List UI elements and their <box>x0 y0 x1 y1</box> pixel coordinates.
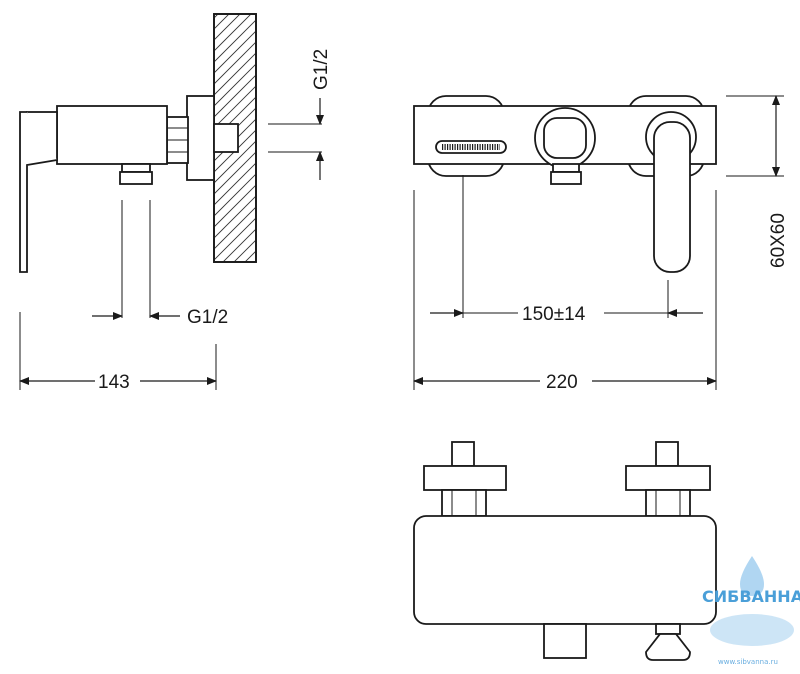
hatch-line <box>233 239 256 262</box>
top-body <box>413 515 717 625</box>
front-view: 150±14 220 60X60 <box>413 95 789 393</box>
hatch-line <box>214 0 256 7</box>
hatch-line <box>214 63 256 107</box>
spout-outlet <box>119 163 153 185</box>
top-outlet <box>543 623 587 659</box>
side-view: G1/2 G1/2 143 <box>19 0 332 393</box>
lever-handle <box>19 111 58 273</box>
thread-bottom-label: G1/2 <box>187 307 228 328</box>
wall-flange <box>186 95 215 181</box>
wall-section <box>213 0 257 263</box>
hatch-line <box>214 14 230 30</box>
mixer-body <box>56 105 168 165</box>
logo-name: СИБВАННА <box>702 587 800 606</box>
wall-pipe <box>213 123 239 153</box>
left-connector <box>423 441 507 517</box>
top-lever <box>645 623 691 661</box>
hatch-line <box>214 140 256 184</box>
diverter-knob <box>534 107 596 169</box>
centers-label: 150±14 <box>522 304 586 325</box>
hatch-line <box>222 228 256 262</box>
hatch-line <box>214 19 256 63</box>
logo-site: www.sibvanna.ru <box>718 658 778 666</box>
hatch-line <box>214 41 256 85</box>
hatch-line <box>214 195 256 239</box>
depth-label: 143 <box>98 372 130 393</box>
front-lever <box>645 111 697 273</box>
hatch-line <box>214 184 256 228</box>
top-view <box>413 441 717 661</box>
thread-top-label: G1/2 <box>311 49 332 90</box>
hatch-line <box>214 151 256 195</box>
hatch-line <box>214 52 256 96</box>
water-drop-icon <box>740 556 764 596</box>
hatch-line <box>214 206 256 250</box>
brand-logo: СИБВАННА www.sibvanna.ru <box>702 556 800 666</box>
width-label: 220 <box>546 372 578 393</box>
hatch-line <box>214 14 241 41</box>
plate-label: 60X60 <box>768 213 789 268</box>
right-connector <box>625 441 711 517</box>
hatch-line <box>244 250 256 262</box>
hatch-line <box>214 173 256 217</box>
diverter-slot <box>435 140 507 154</box>
hatch-line <box>214 85 256 129</box>
hatch-line <box>255 261 256 262</box>
hatch-line <box>214 30 256 74</box>
hatch-line <box>214 14 252 52</box>
front-outlet <box>550 163 582 185</box>
connection-nut <box>166 116 189 164</box>
hatch-line <box>214 162 256 206</box>
hatch-line <box>214 217 256 261</box>
bathtub-icon <box>710 614 794 646</box>
hatch-line <box>214 74 256 118</box>
